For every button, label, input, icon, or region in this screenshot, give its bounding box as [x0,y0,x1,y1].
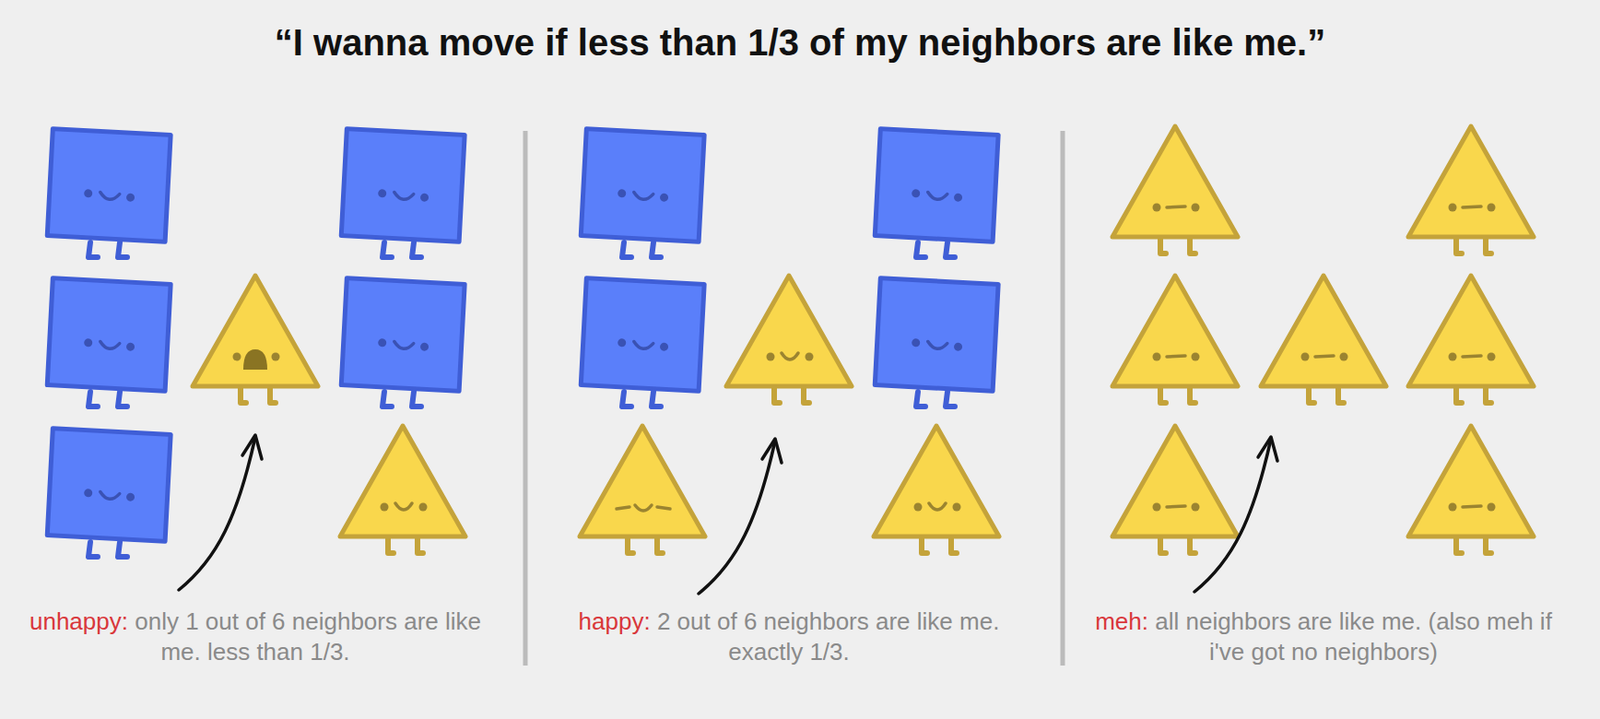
caption-text: 2 out of 6 neighbors are like me. exactl… [657,607,1000,666]
caption-text: all neighbors are like me. (also meh if … [1154,607,1553,666]
caption-key: meh: [1094,607,1149,636]
caption: meh:all neighbors are like me. (also meh… [1093,606,1554,668]
caption: unhappy:only 1 out of 6 neighbors are li… [24,606,486,668]
divider [1060,130,1066,666]
title: “I wanna move if less than 1/3 of my nei… [0,22,1600,64]
caption-key: unhappy: [29,607,129,636]
divider [523,130,529,666]
caption: happy:2 out of 6 neighbors are like me. … [558,606,1020,668]
caption-text: only 1 out of 6 neighbors are like me. l… [134,607,482,666]
caption-key: happy: [578,607,651,636]
